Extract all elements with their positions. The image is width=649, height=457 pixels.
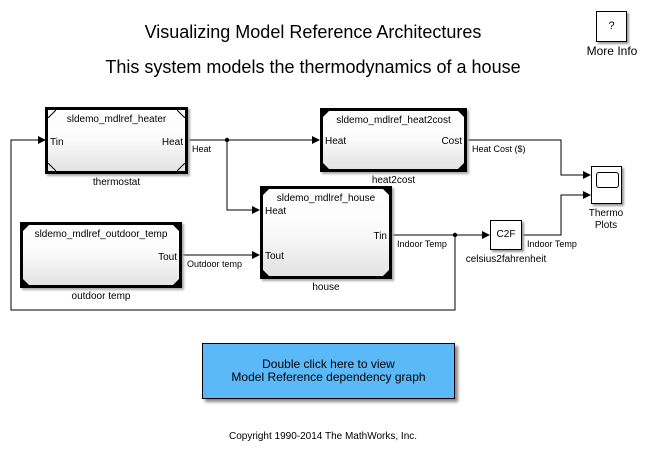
c2f-caption: celsius2fahrenheit — [465, 254, 547, 265]
heater-model-name: sldemo_mdlref_heater — [66, 114, 167, 125]
outdoor-temp-model-name: sldemo_mdlref_outdoor_temp — [34, 229, 168, 240]
house-model-name: sldemo_mdlref_house — [276, 193, 376, 204]
dependency-button-line2: Model Reference dependency graph — [231, 370, 426, 384]
help-icon: ? — [608, 20, 615, 32]
outdoor-temp-out-port: Tout — [158, 252, 177, 263]
house-in-port-tout: Tout — [265, 251, 284, 262]
wire-cost-to-scope — [467, 139, 591, 179]
heat2cost-in-port: Heat — [325, 136, 347, 147]
copyright-notice: Copyright 1990-2014 The MathWorks, Inc. — [228, 431, 418, 442]
scope-caption-line2: Plots — [594, 220, 618, 231]
diagram-title: Visualizing Model Reference Architecture… — [144, 22, 482, 42]
outdoor-temp-model-block[interactable]: sldemo_mdlref_outdoor_temp Tout — [20, 222, 182, 288]
outdoor-temp-caption: outdoor temp — [71, 291, 131, 302]
signal-label-indoor-temp-f: Indoor Temp — [527, 239, 577, 249]
heater-out-port: Heat — [161, 137, 183, 148]
heat2cost-model-name: sldemo_mdlref_heat2cost — [336, 115, 451, 126]
house-model-block[interactable]: sldemo_mdlref_house Heat Tout Tin — [260, 186, 392, 279]
signal-label-outdoor-temp: Outdoor temp — [187, 259, 243, 269]
heat2cost-out-port: Cost — [441, 136, 462, 147]
wire-heat-to-house — [226, 140, 260, 214]
wire-feedback-tin — [10, 136, 456, 311]
heat2cost-model-block[interactable]: sldemo_mdlref_heat2cost Heat Cost — [320, 108, 467, 172]
heater-model-block[interactable]: sldemo_mdlref_heater Tin Heat — [45, 107, 188, 174]
thermo-plots-scope-block[interactable] — [591, 166, 622, 204]
branch-point — [452, 232, 458, 238]
heat2cost-caption: heat2cost — [371, 175, 416, 186]
wire-c2f-to-scope — [522, 191, 591, 236]
more-info-label: More Info — [586, 44, 638, 58]
house-out-port: Tin — [373, 231, 387, 242]
diagram-subtitle: This system models the thermodynamics of… — [105, 57, 521, 77]
signal-label-indoor-temp: Indoor Temp — [397, 239, 447, 249]
view-dependency-graph-button[interactable]: Double click here to view Model Referenc… — [202, 343, 455, 399]
scope-caption: Thermo Plots — [576, 208, 636, 232]
house-in-port-heat: Heat — [265, 206, 287, 217]
signal-label-heat-cost: Heat Cost ($) — [472, 144, 526, 154]
c2f-label: C2F — [496, 229, 516, 240]
c2f-block[interactable]: C2F — [490, 220, 522, 250]
signal-label-heat: Heat — [192, 144, 212, 154]
scope-icon — [596, 172, 619, 188]
house-caption: house — [312, 282, 340, 293]
heater-in-port: Tin — [50, 137, 64, 148]
scope-caption-line1: Thermo — [588, 208, 624, 219]
branch-point — [224, 137, 230, 143]
heater-caption: thermostat — [92, 177, 141, 188]
dependency-button-line1: Double click here to view — [262, 357, 395, 371]
more-info-block[interactable]: ? — [596, 11, 627, 42]
